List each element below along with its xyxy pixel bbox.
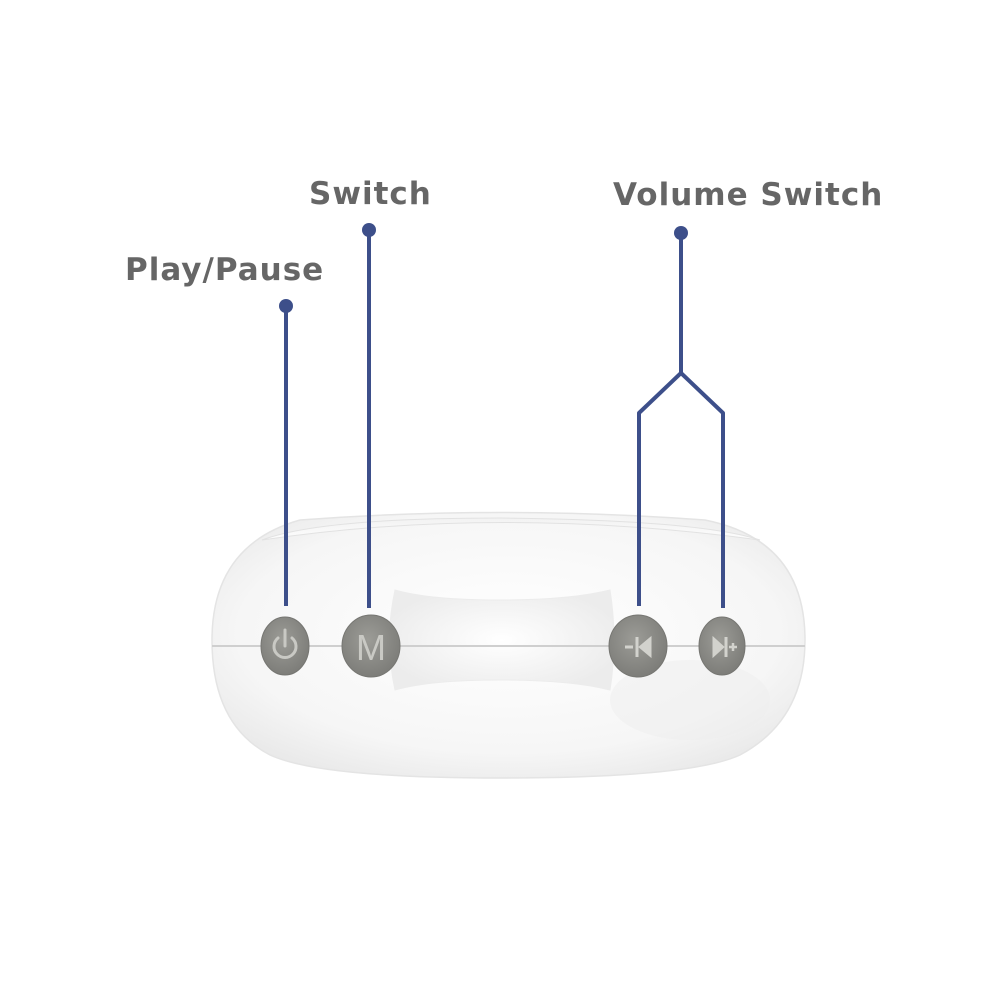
leader-line-switch [362,223,376,608]
volume-up-button[interactable] [698,616,746,676]
power-button[interactable] [260,616,310,676]
power-icon [272,628,298,659]
leader-line-volume-switch [637,226,725,608]
speaker-body [211,511,806,779]
switch-label: Switch [309,176,432,212]
volume-switch-label: Volume Switch [613,177,884,213]
leader-line-play-pause [279,299,293,606]
mode-m-icon: M [356,627,386,668]
next-plus-icon [712,635,737,659]
play-pause-label: Play/Pause [125,252,325,288]
mode-button[interactable]: M [341,614,401,678]
volume-down-button[interactable] [608,614,668,678]
minus-previous-icon [625,635,652,659]
